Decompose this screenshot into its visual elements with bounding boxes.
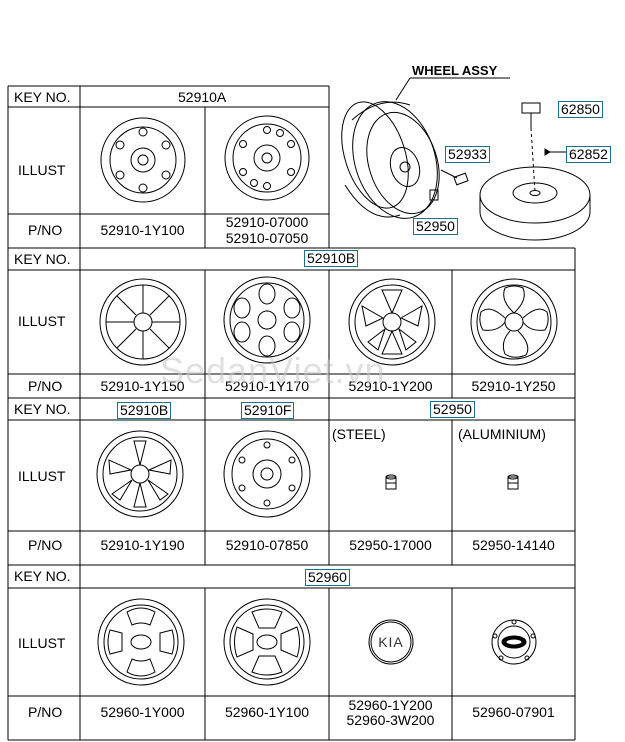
- callout-52933[interactable]: 52933: [445, 146, 490, 163]
- callout-62852[interactable]: 62852: [566, 146, 611, 163]
- callout-52950[interactable]: 52950: [413, 218, 458, 235]
- pno-label: P/NO: [28, 222, 63, 238]
- part-number[interactable]: 52910-1Y250: [471, 378, 556, 394]
- key-52910b[interactable]: 52910B: [304, 250, 359, 267]
- key-52910b[interactable]: 52910B: [117, 402, 172, 419]
- illust-label: ILLUST: [18, 162, 66, 178]
- part-number[interactable]: 52910-07850: [225, 537, 309, 553]
- steel-note: (STEEL): [332, 426, 386, 442]
- part-number[interactable]: 52960-3W200: [346, 712, 435, 728]
- key-52910f[interactable]: 52910F: [241, 402, 295, 419]
- part-number[interactable]: 52960-1Y200: [348, 697, 433, 713]
- pno-label: P/NO: [28, 704, 63, 720]
- part-number[interactable]: 52960-07901: [472, 704, 555, 720]
- part-number[interactable]: 52910-1Y170: [224, 378, 310, 394]
- part-number[interactable]: 52910-1Y150: [100, 378, 185, 394]
- key-no-label: KEY NO.: [14, 401, 71, 417]
- part-number[interactable]: 52960-1Y100: [224, 704, 310, 720]
- key-52910a: 52910A: [178, 89, 227, 105]
- part-number[interactable]: 52910-1Y200: [348, 378, 433, 394]
- illust-label: ILLUST: [18, 635, 66, 651]
- part-number[interactable]: 52960-1Y000: [100, 704, 185, 720]
- wheel-assy-title: WHEEL ASSY: [412, 63, 498, 78]
- aluminium-note: (ALUMINIUM): [458, 426, 546, 442]
- key-no-label: KEY NO.: [14, 568, 71, 584]
- part-number[interactable]: 52950-14140: [472, 537, 555, 553]
- callout-62850[interactable]: 62850: [558, 101, 603, 118]
- pno-label: P/NO: [28, 537, 63, 553]
- watermark: SedanViet.vn: [160, 350, 386, 391]
- kia-logo: KIA: [378, 634, 404, 650]
- key-52950[interactable]: 52950: [430, 401, 475, 418]
- part-number[interactable]: 52910-07050: [225, 230, 309, 246]
- part-number[interactable]: 52950-17000: [349, 537, 432, 553]
- part-number[interactable]: 52910-1Y100: [100, 222, 185, 238]
- key-no-label: KEY NO.: [14, 251, 71, 267]
- key-52960[interactable]: 52960: [305, 569, 350, 586]
- illust-label: ILLUST: [18, 468, 66, 484]
- key-no-label: KEY NO.: [14, 89, 71, 105]
- pno-label: P/NO: [28, 378, 63, 394]
- illust-label: ILLUST: [18, 313, 66, 329]
- part-number[interactable]: 52910-07000: [225, 214, 309, 230]
- part-number[interactable]: 52910-1Y190: [100, 537, 185, 553]
